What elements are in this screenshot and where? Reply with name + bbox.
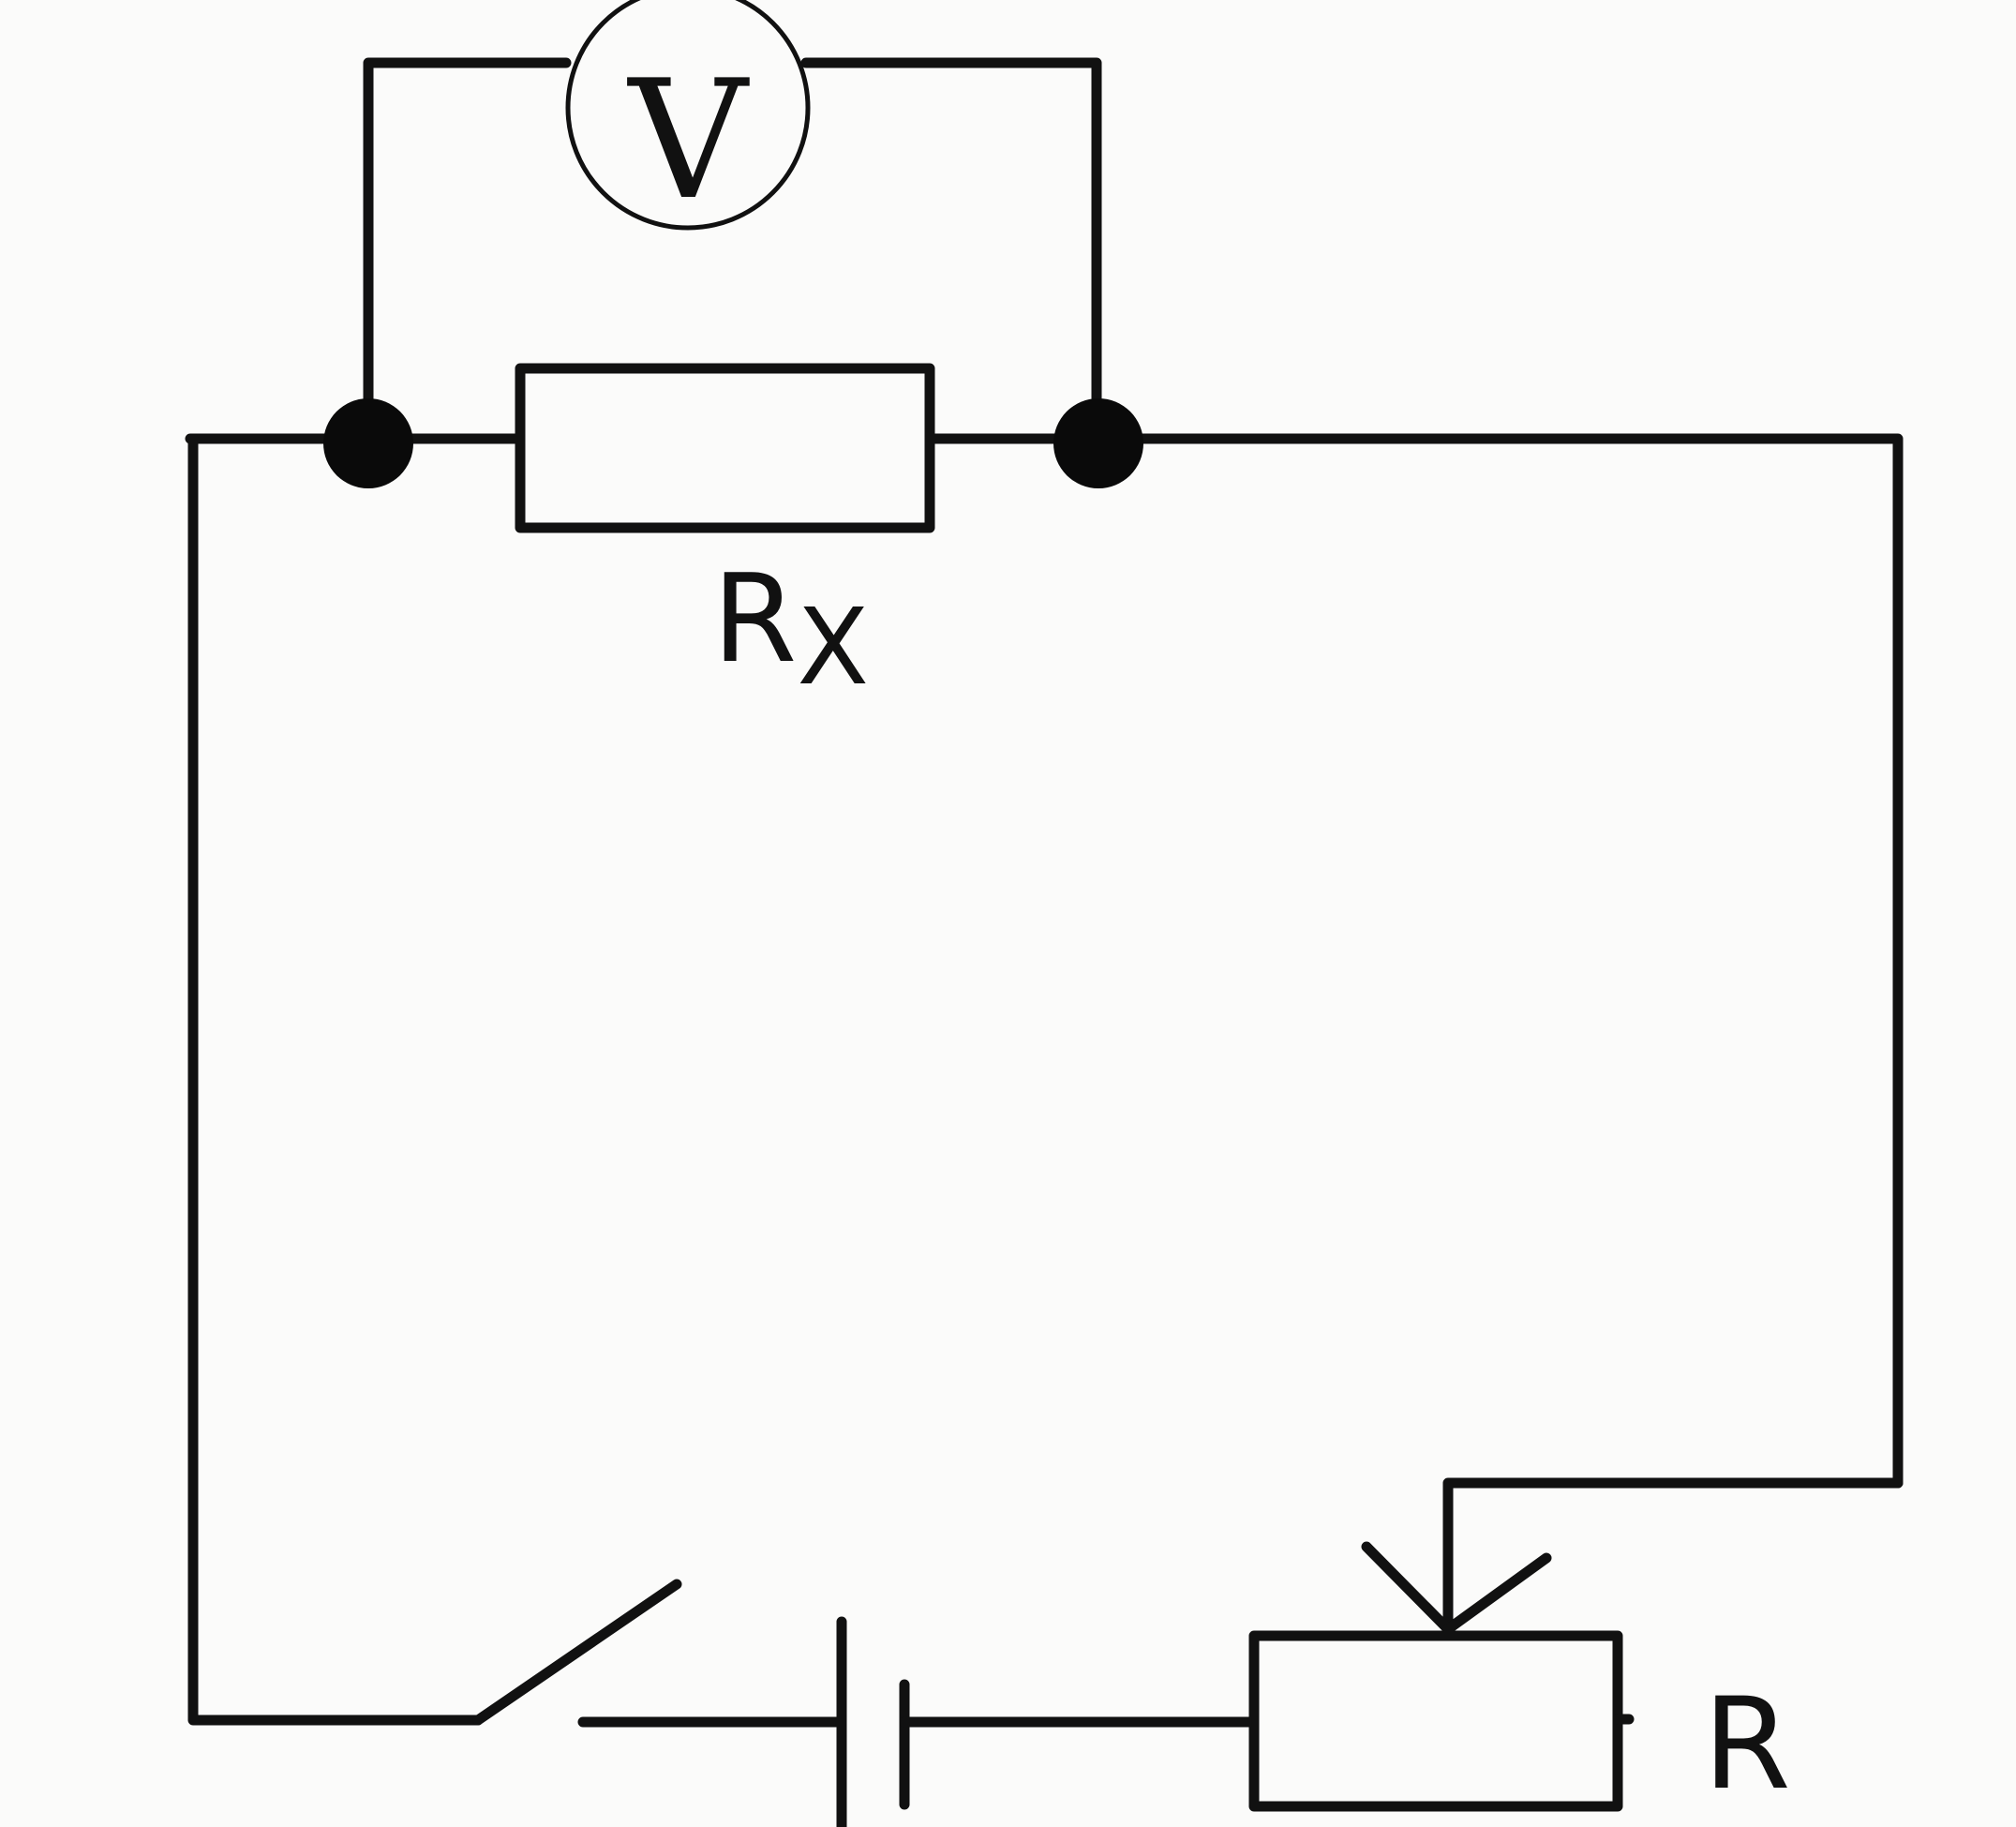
right-junction-dot xyxy=(1053,398,1143,488)
resistor-label: RX xyxy=(712,547,869,709)
left-return-wire xyxy=(187,433,484,1726)
rheostat-arrow-right xyxy=(1442,1552,1552,1635)
top-right-wire xyxy=(1093,433,1904,1489)
voltmeter: V xyxy=(565,0,811,236)
voltmeter-ring xyxy=(565,0,811,231)
rheostat-slider-lead xyxy=(1442,1477,1904,1635)
left-junction-dot xyxy=(323,398,413,488)
resistor-label-subscript: X xyxy=(797,587,869,709)
voltmeter-left-lead xyxy=(363,57,572,404)
voltmeter-right-lead xyxy=(800,57,1102,404)
rheostat-body xyxy=(1248,1630,1623,1812)
rheostat-arrow-left xyxy=(1361,1541,1454,1635)
rheostat-label: R xyxy=(1703,1670,1791,1818)
resistor-label-main: R xyxy=(712,547,797,690)
voltmeter-symbol: V xyxy=(627,46,750,236)
switch-blade xyxy=(472,1579,682,1726)
resistor-body xyxy=(515,363,935,533)
